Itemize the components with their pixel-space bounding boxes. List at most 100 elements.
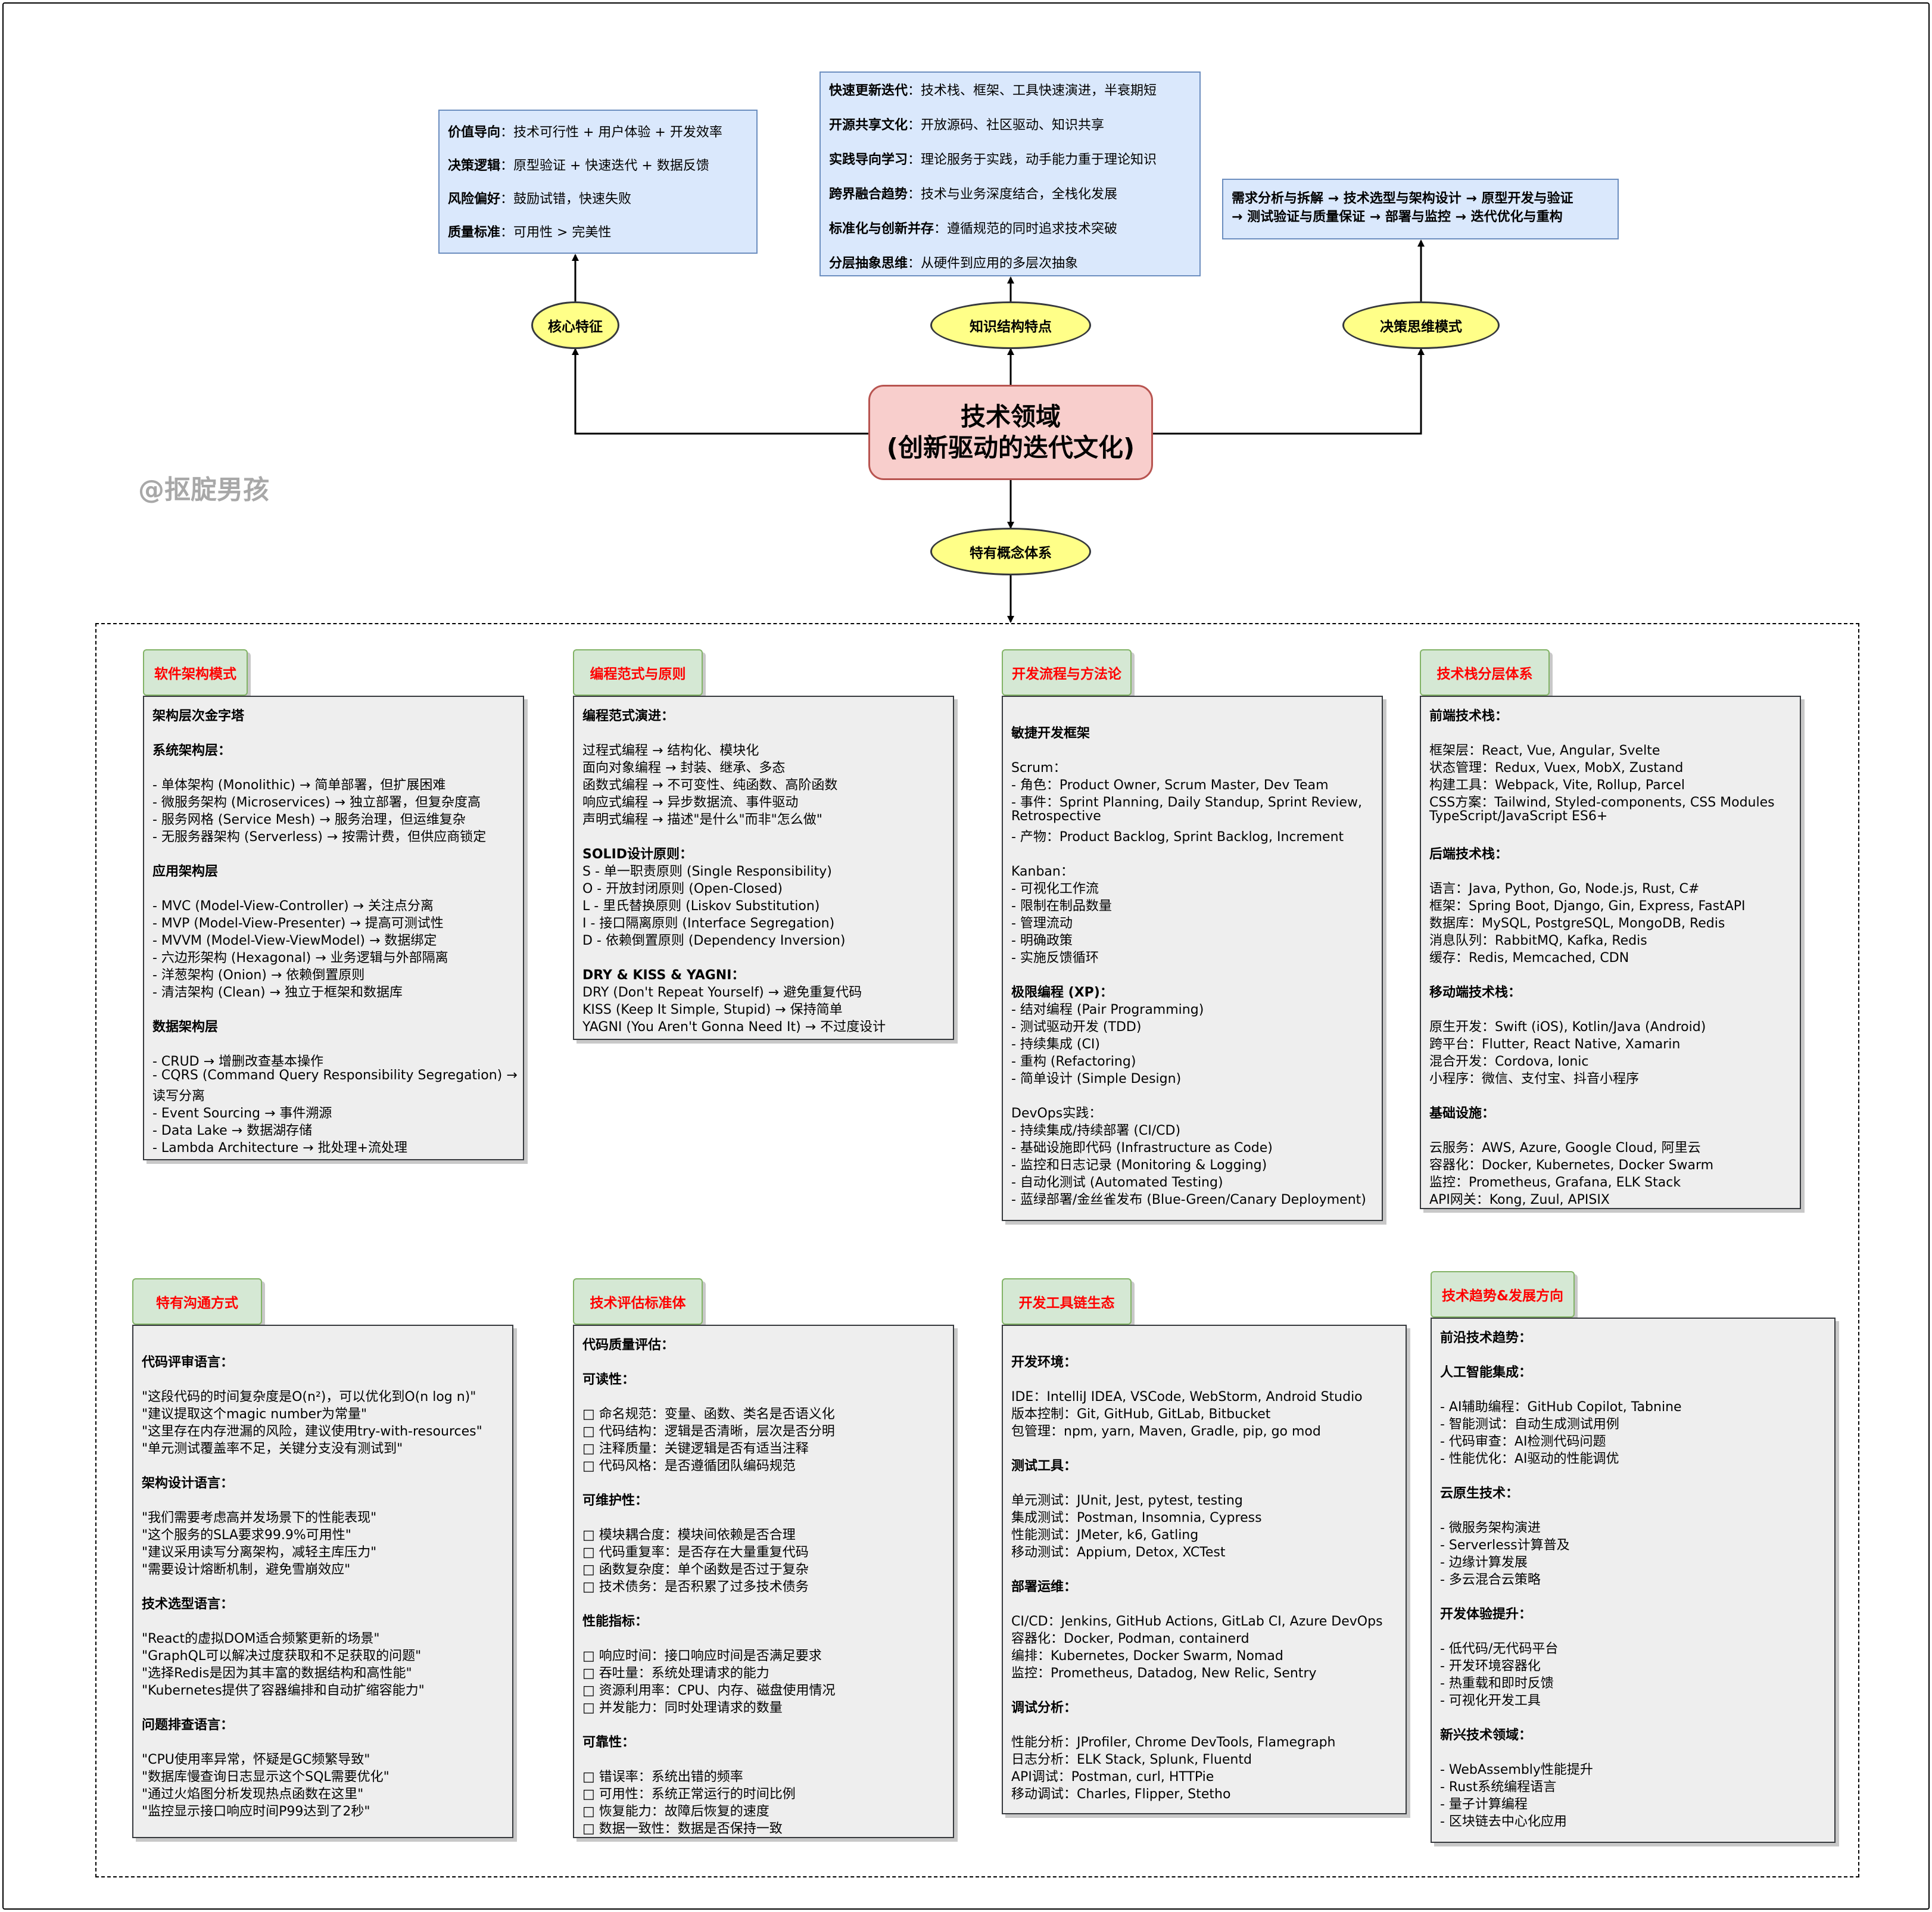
knowledge-structure-box: 快速更新迭代：技术栈、框架、工具快速演进，半衰期短 开源共享文化：开放源码、社区… <box>819 71 1201 276</box>
panel-heading: 编程范式演进： <box>582 709 675 724</box>
panel-line: - 洋葱架构 (Onion) → 依赖倒置原则 <box>152 968 365 983</box>
panel-line: - 限制在制品数量 <box>1011 899 1112 914</box>
panel-line: □ 可用性：系统正常运行的时间比例 <box>582 1787 796 1802</box>
panel-line: "React的虚拟DOM适合频繁更新的场景" <box>142 1631 380 1646</box>
decision-flow-line: 需求分析与拆解 → 技术选型与架构设计 → 原型开发与验证 <box>1232 191 1573 206</box>
panel-line: L - 里氏替换原则 (Liskov Substitution) <box>582 899 820 914</box>
panel-line: YAGNI (You Aren't Gonna Need It) → 不过度设计 <box>582 1020 886 1035</box>
panel-line: 读写分离 <box>152 1089 205 1104</box>
panel-line: 原生开发：Swift (iOS), Kotlin/Java (Android) <box>1429 1020 1706 1035</box>
panel-line: "我们需要考虑高并发场景下的性能表现" <box>142 1511 377 1525</box>
edge-center-decision <box>1153 348 1425 435</box>
core-item: 价值导向：技术可行性 + 用户体验 + 开发效率 <box>448 125 722 140</box>
branch-knowledge: 知识结构特点 <box>930 301 1091 349</box>
panel-line: - 基础设施即代码 (Infrastructure as Code) <box>1011 1141 1273 1156</box>
panel-line: - 代码审查：AI检测代码问题 <box>1440 1434 1606 1449</box>
panel-line: 云服务：AWS, Azure, Google Cloud, 阿里云 <box>1429 1141 1701 1156</box>
panel-line: 监控：Prometheus, Grafana, ELK Stack <box>1429 1175 1681 1190</box>
panel-heading: 基础设施： <box>1429 1106 1495 1121</box>
panel-line: - 量子计算编程 <box>1440 1797 1528 1812</box>
panel-heading: 人工智能集成： <box>1440 1365 1532 1380</box>
panel-line: 监控：Prometheus, Datadog, New Relic, Sentr… <box>1011 1666 1317 1681</box>
panel-paradigms: 编程范式演进：过程式编程 → 结构化、模块化面向对象编程 → 封装、继承、多态函… <box>573 696 954 1040</box>
panel-line: Kanban： <box>1011 864 1074 879</box>
panel-line: - 微服务架构演进 <box>1440 1521 1541 1536</box>
panel-tag-paradigms: 编程范式与原则 <box>573 649 703 696</box>
panel-line: - 边缘计算发展 <box>1440 1555 1528 1570</box>
panel-line: CI/CD：Jenkins, GitHub Actions, GitLab CI… <box>1011 1614 1383 1629</box>
panel-heading: 前端技术栈： <box>1429 709 1509 724</box>
panel-line: 过程式编程 → 结构化、模块化 <box>582 743 759 758</box>
panel-line: - 六边形架构 (Hexagonal) → 业务逻辑与外部隔离 <box>152 951 448 966</box>
panel-line: 数据库：MySQL, PostgreSQL, MongoDB, Redis <box>1429 916 1725 931</box>
panel-line: - 微服务架构 (Microservices) → 独立部署，但复杂度高 <box>152 795 481 810</box>
panel-line: "GraphQL可以解决过度获取和不足获取的问题" <box>142 1649 422 1664</box>
core-item: 风险偏好：鼓励试错，快速失败 <box>448 192 632 207</box>
panel-line: 日志分析：ELK Stack, Splunk, Fluentd <box>1011 1752 1252 1767</box>
core-item: 决策逻辑：原型验证 + 快速迭代 + 数据反馈 <box>448 158 709 173</box>
panel-line: - WebAssembly性能提升 <box>1440 1762 1593 1777</box>
panel-line: - Data Lake → 数据湖存储 <box>152 1123 313 1138</box>
panel-heading: 新兴技术领域： <box>1440 1728 1532 1743</box>
panel-line: "单元测试覆盖率不足，关键分支没有测试到" <box>142 1441 403 1456</box>
branch-core: 核心特征 <box>531 301 619 349</box>
panel-line: - 结对编程 (Pair Programming) <box>1011 1002 1204 1017</box>
panel-tag-architecture: 软件架构模式 <box>143 649 248 696</box>
knowledge-item: 快速更新迭代：技术栈、框架、工具快速演进，半衰期短 <box>829 83 1157 98</box>
panel-line: 编排：Kubernetes, Docker Swarm, Nomad <box>1011 1649 1283 1664</box>
panel-line: - CQRS (Command Query Responsibility Seg… <box>152 1068 518 1083</box>
panel-line: □ 代码重复率：是否存在大量重复代码 <box>582 1545 809 1560</box>
panel-line: - 区块链去中心化应用 <box>1440 1814 1567 1829</box>
panel-line: 移动测试：Appium, Detox, XCTest <box>1011 1545 1226 1560</box>
panel-line: □ 响应时间：接口响应时间是否满足要求 <box>582 1649 822 1664</box>
knowledge-item: 开源共享文化：开放源码、社区驱动、知识共享 <box>829 118 1105 133</box>
panel-line: - 单体架构 (Monolithic) → 简单部署，但扩展困难 <box>152 778 446 793</box>
panel-line: 性能分析：JProfiler, Chrome DevTools, Flamegr… <box>1011 1735 1336 1750</box>
panel-line: "Kubernetes提供了容器编排和自动扩缩容能力" <box>142 1683 425 1698</box>
panel-line: S - 单一职责原则 (Single Responsibility) <box>582 864 832 879</box>
panel-tag-communication: 特有沟通方式 <box>132 1278 262 1325</box>
panel-line: 声明式编程 → 描述"是什么"而非"怎么做" <box>582 812 822 827</box>
panel-line: "建议提取这个magic number为常量" <box>142 1407 367 1422</box>
panel-tag-evaluation: 技术评估标准体 <box>573 1278 703 1325</box>
panel-line: 跨平台：Flutter, React Native, Xamarin <box>1429 1037 1681 1052</box>
panel-line: 语言：Java, Python, Go, Node.js, Rust, C# <box>1429 882 1700 896</box>
panel-line: 框架：Spring Boot, Django, Gin, Express, Fa… <box>1429 899 1746 914</box>
panel-line: - Rust系统编程语言 <box>1440 1780 1557 1795</box>
panel-line: □ 吞吐量：系统处理请求的能力 <box>582 1666 769 1681</box>
panel-line: 构建工具：Webpack, Vite, Rollup, Parcel <box>1429 778 1685 793</box>
panel-line: "这个服务的SLA要求99.9%可用性" <box>142 1528 351 1543</box>
panel-trends: 前沿技术趋势：人工智能集成：- AI辅助编程：GitHub Copilot, T… <box>1431 1318 1836 1843</box>
panel-line: - 管理流动 <box>1011 916 1073 931</box>
panel-line: - 测试驱动开发 (TDD) <box>1011 1020 1142 1035</box>
panel-line: "建议采用读写分离架构，减轻主库压力" <box>142 1545 377 1560</box>
panel-line: - 监控和日志记录 (Monitoring & Logging) <box>1011 1158 1267 1173</box>
panel-heading: 移动端技术栈： <box>1429 985 1522 1000</box>
panel-line: - 可视化工作流 <box>1011 882 1099 896</box>
panel-heading: 可维护性： <box>582 1493 649 1508</box>
panel-line: 响应式编程 → 异步数据流、事件驱动 <box>582 795 799 810</box>
panel-line: □ 代码风格：是否遵循团队编码规范 <box>582 1459 796 1474</box>
panel-line: - 持续集成 (CI) <box>1011 1037 1100 1052</box>
concepts-container <box>95 623 1859 1877</box>
panel-line: 性能测试：JMeter, k6, Gatling <box>1011 1528 1199 1543</box>
panel-line: Scrum： <box>1011 761 1067 776</box>
panel-line: 容器化：Docker, Podman, containerd <box>1011 1631 1249 1646</box>
panel-line: □ 资源利用率：CPU、内存、磁盘使用情况 <box>582 1683 836 1698</box>
panel-line: - CRUD → 增删改查基本操作 <box>152 1054 324 1069</box>
knowledge-item: 分层抽象思维：从硬件到应用的多层次抽象 <box>829 256 1079 271</box>
panel-line: 状态管理：Redux, Vuex, MobX, Zustand <box>1429 761 1684 776</box>
panel-heading: 测试工具： <box>1011 1459 1077 1474</box>
panel-line: Retrospective <box>1011 809 1101 824</box>
panel-line: - 事件：Sprint Planning, Daily Standup, Spr… <box>1011 795 1363 810</box>
panel-heading: 架构设计语言： <box>142 1476 234 1491</box>
panel-heading: SOLID设计原则： <box>582 847 693 862</box>
panel-line: □ 并发能力：同时处理请求的数量 <box>582 1701 783 1715</box>
branch-concepts: 特有概念体系 <box>930 528 1091 575</box>
panel-tag-trends: 技术趋势&发展方向 <box>1431 1271 1575 1318</box>
panel-line: □ 函数复杂度：单个函数是否过于复杂 <box>582 1562 809 1577</box>
panel-line: DRY (Don't Repeat Yourself) → 避免重复代码 <box>582 985 862 1000</box>
panel-heading: 后端技术栈： <box>1429 847 1509 862</box>
